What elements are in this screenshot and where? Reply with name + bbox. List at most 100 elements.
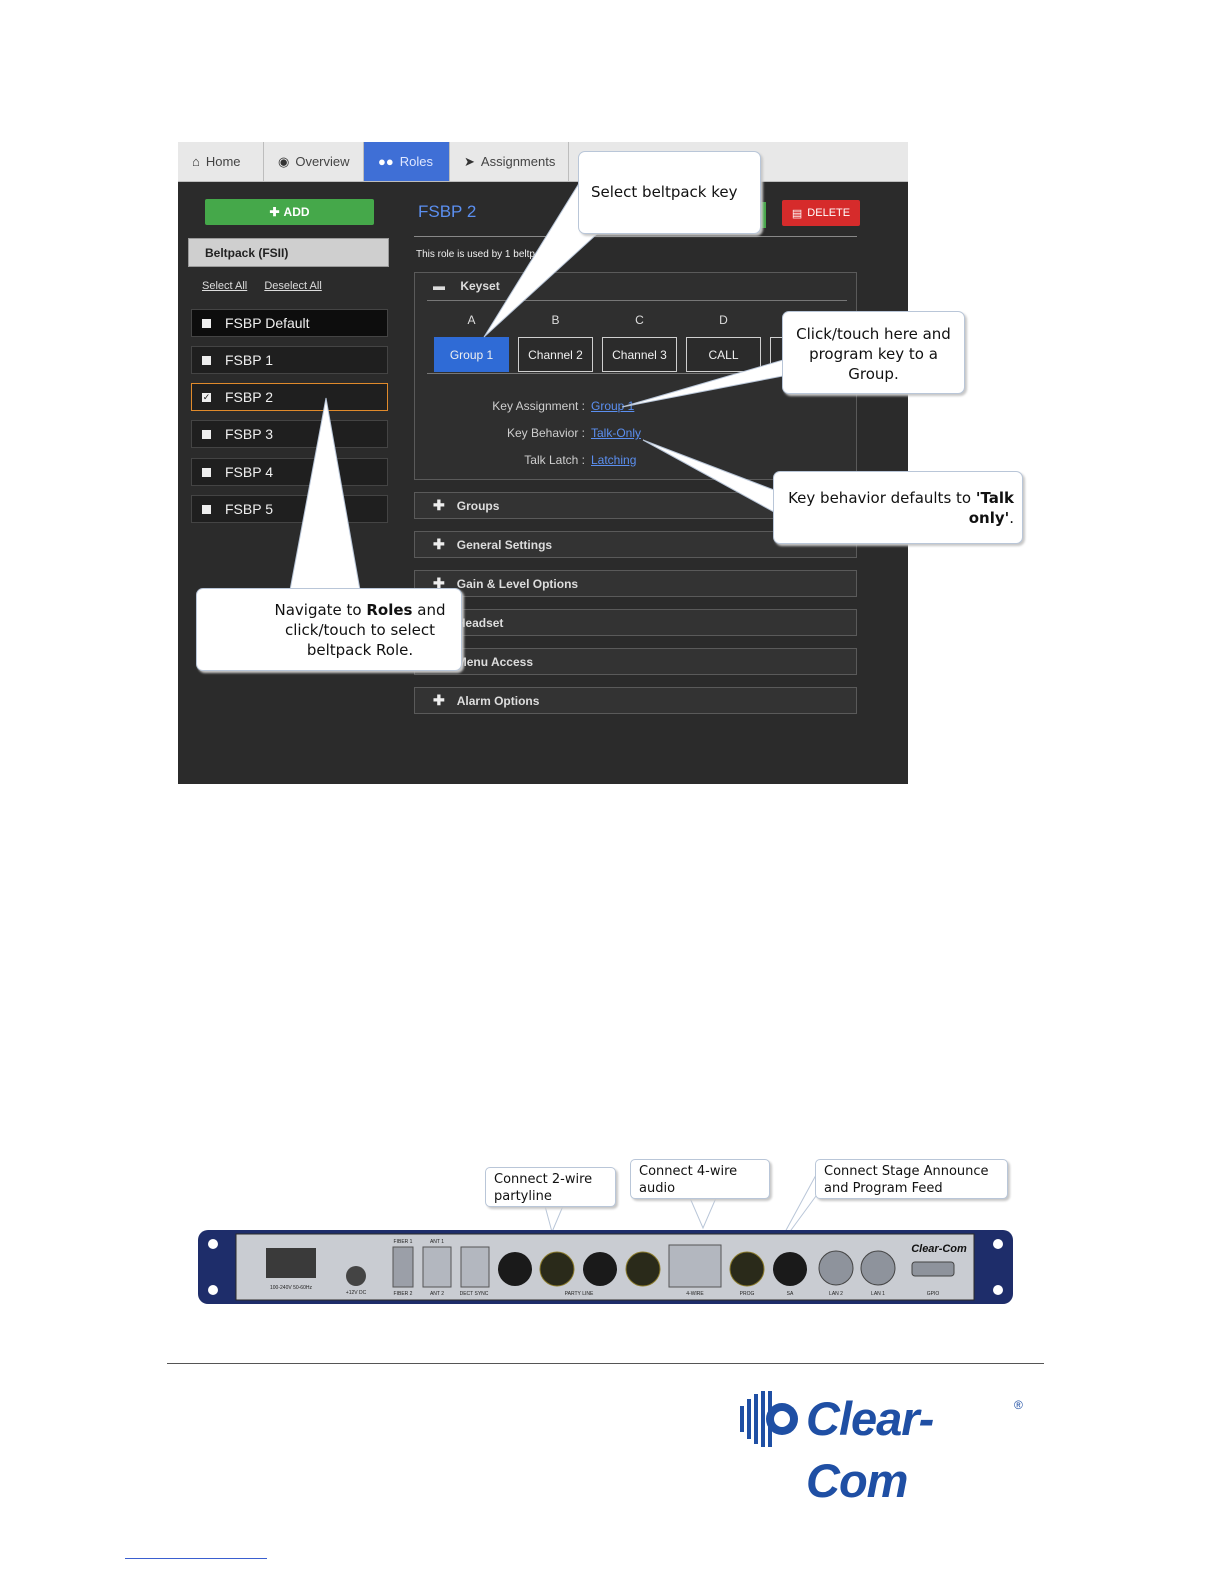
ant2-label: ANT 2: [430, 1291, 444, 1297]
xlr-connector: [729, 1251, 765, 1287]
tab-label: Roles: [399, 154, 433, 169]
bottom-link-underline[interactable]: [125, 1558, 267, 1559]
tab-home[interactable]: ⌂ Home: [178, 142, 264, 181]
callout-two-wire: Connect 2-wire partyline: [485, 1167, 616, 1207]
xlr-connector: [498, 1252, 532, 1286]
section-label: Menu Access: [456, 654, 533, 669]
section-label: General Settings: [456, 537, 553, 552]
save-button[interactable]: [756, 202, 766, 228]
globe-icon: ◉: [278, 153, 290, 169]
callout-text-post: .: [1009, 509, 1014, 527]
tab-roles[interactable]: ●● Roles: [364, 142, 450, 181]
minus-icon: ▬: [433, 279, 445, 293]
role-label: FSBP Default: [225, 315, 310, 331]
callout-text: Select beltpack key: [591, 183, 738, 201]
callout-four-wire: Connect 4-wire audio: [630, 1159, 770, 1199]
role-item-fsbp-3[interactable]: FSBP 3: [191, 420, 388, 448]
checkbox[interactable]: [202, 504, 211, 514]
callout-select-key: Select beltpack key: [578, 151, 761, 234]
callout-text: Click/touch here and program key to a Gr…: [796, 325, 951, 383]
tab-overview[interactable]: ◉ Overview: [264, 142, 364, 181]
assign-icon: ➤: [464, 153, 475, 169]
section-label: Alarm Options: [456, 693, 540, 708]
section-menu-access[interactable]: ✚ Menu Access: [414, 648, 857, 675]
callout-click-here: Click/touch here and program key to a Gr…: [782, 311, 965, 394]
talk-latch-link[interactable]: Latching: [591, 453, 637, 467]
four-wire-label: 4-WIRE: [686, 1291, 704, 1297]
role-item-fsbp-1[interactable]: FSBP 1: [191, 346, 388, 374]
key-button-d[interactable]: CALL: [686, 337, 761, 372]
deselect-all-link[interactable]: Deselect All: [264, 280, 322, 292]
checkbox[interactable]: [202, 318, 211, 328]
section-label: Gain & Level Options: [456, 576, 579, 591]
plus-icon: ✚: [433, 692, 445, 708]
power-label: 100-240V 50-60Hz: [270, 1285, 312, 1291]
trash-icon: ▤: [791, 207, 803, 220]
callout-text: Connect 2-wire partyline: [494, 1172, 593, 1204]
role-item-fsbp-4[interactable]: FSBP 4: [191, 458, 388, 486]
key-button-a[interactable]: Group 1: [434, 337, 509, 372]
add-button-label: ADD: [283, 205, 310, 219]
role-label: FSBP 2: [225, 389, 273, 405]
plus-icon: ✚: [433, 497, 445, 513]
fiber-ports: [392, 1246, 414, 1288]
callout-text-pre: Navigate to: [274, 601, 367, 619]
callout-navigate: Navigate to Roles and click/touch to sel…: [196, 588, 462, 671]
checkbox[interactable]: [202, 355, 211, 365]
four-wire-ports: [668, 1244, 722, 1288]
delete-button[interactable]: ▤ DELETE: [782, 200, 860, 226]
fiber2-label: FIBER 2: [394, 1291, 413, 1297]
users-icon: ●●: [378, 154, 394, 169]
plus-icon: ✚: [433, 536, 445, 552]
gpio-port: [911, 1261, 955, 1277]
xlr-connector: [583, 1252, 617, 1286]
callout-key-behavior: Key behavior defaults to 'Talk only'.: [773, 471, 1023, 544]
role-label: FSBP 1: [225, 352, 273, 368]
section-headset[interactable]: ✚ Headset: [414, 609, 857, 636]
callout-text-bold: Roles: [366, 601, 413, 619]
section-alarm-options[interactable]: ✚ Alarm Options: [414, 687, 857, 714]
tab-label: Overview: [295, 154, 350, 169]
logo-mark-icon: [740, 1391, 798, 1447]
divider: [414, 236, 857, 237]
key-letter: C: [635, 313, 644, 327]
section-general-settings[interactable]: ✚ General Settings: [414, 531, 857, 558]
tab-assignments[interactable]: ➤ Assignments: [450, 142, 569, 181]
plus-icon: ✚: [433, 575, 445, 591]
keyset-header[interactable]: ▬ Keyset: [433, 279, 500, 293]
divider: [427, 373, 847, 374]
callout-stage: Connect Stage Announce and Program Feed: [815, 1159, 1008, 1199]
add-button[interactable]: ✚ ADD: [205, 199, 374, 225]
tab-label: Assignments: [480, 154, 556, 169]
role-item-fsbp-2[interactable]: ✓ FSBP 2: [191, 383, 388, 411]
lan-port: [860, 1250, 896, 1286]
role-label: FSBP 3: [225, 426, 273, 442]
role-item-fsbp-5[interactable]: FSBP 5: [191, 495, 388, 523]
callout-text-post: and click/touch to select beltpack Role.: [284, 601, 446, 659]
key-button-c[interactable]: Channel 3: [602, 337, 677, 372]
checkbox[interactable]: [202, 467, 211, 477]
section-gain-level[interactable]: ✚ Gain & Level Options: [414, 570, 857, 597]
lan-port: [818, 1250, 854, 1286]
checkbox-checked[interactable]: ✓: [202, 391, 211, 402]
plus-icon: ✚: [269, 205, 280, 219]
checkbox[interactable]: [202, 429, 211, 439]
device-brand: Clear-Com: [911, 1243, 967, 1255]
key-assignment-link[interactable]: Group 1: [591, 399, 635, 413]
partyline-label: PARTY LINE: [565, 1291, 594, 1297]
key-behavior-link[interactable]: Talk-Only: [591, 426, 642, 440]
logo-text: Clear-Com: [806, 1392, 934, 1507]
footer-divider: [167, 1363, 1044, 1364]
dc-label: +12V DC: [346, 1290, 367, 1296]
power-socket: [266, 1248, 316, 1278]
xlr-connector: [773, 1252, 807, 1286]
role-item-fsbp-default[interactable]: FSBP Default: [191, 309, 388, 337]
beltpack-group-header[interactable]: Beltpack (FSII): [188, 238, 389, 267]
role-title: FSBP 2: [418, 202, 477, 221]
select-all-link[interactable]: Select All: [202, 280, 248, 292]
role-label: FSBP 5: [225, 501, 273, 517]
rack-hole: [993, 1239, 1003, 1249]
key-button-b[interactable]: Channel 2: [518, 337, 593, 372]
